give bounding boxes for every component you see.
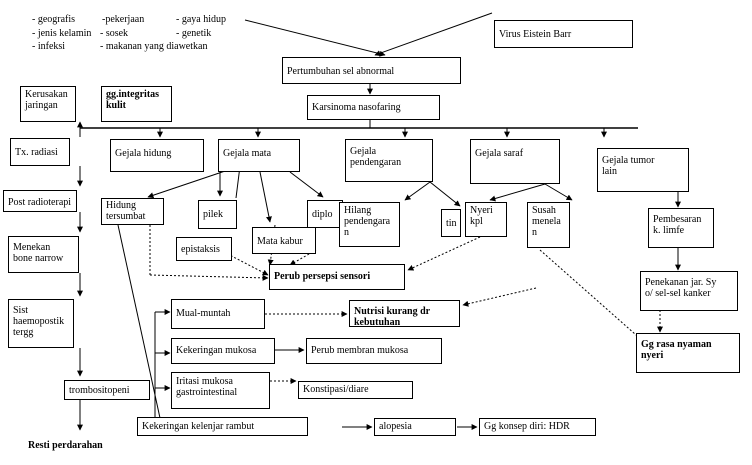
node-gejala-hidung: Gejala hidung [110, 139, 204, 172]
risk-factor-sosek: - sosek [100, 28, 129, 39]
node-tx-radiasi: Tx. radiasi [10, 138, 70, 166]
node-pertumbuhan: Pertumbuhan sel abnormal [282, 57, 461, 84]
risk-factor-pekerjaan: -pekerjaan [102, 14, 145, 25]
node-tin: tin [441, 209, 461, 237]
node-perub-membran: Perub membran mukosa [306, 338, 442, 364]
node-nutrisi: Nutrisi kurang dr kebutuhan [349, 300, 460, 327]
node-konstipasi: Konstipasi/diare [298, 381, 413, 399]
risk-factor-geografis: - geografis [32, 14, 76, 25]
node-penekanan: Penekanan jar. Sy o/ sel-sel kanker [640, 271, 738, 311]
node-diplo: diplo [307, 200, 343, 228]
node-gejala-pendengaran: Gejala pendengaran [345, 139, 433, 182]
node-kekeringan-mukosa: Kekeringan mukosa [171, 338, 275, 364]
node-integritas: gg.integritas kulit [101, 86, 172, 122]
node-karsinoma: Karsinoma nasofaring [307, 95, 440, 120]
risk-factor-infeksi: - infeksi [32, 41, 66, 52]
node-gejala-tumor: Gejala tumor lain [597, 148, 689, 192]
node-gg-rasa: Gg rasa nyaman nyeri [636, 333, 740, 373]
node-mata-kabur: Mata kabur [252, 227, 316, 254]
node-trombositopeni: trombositopeni [64, 380, 150, 400]
risk-factor-genetik: - genetik [176, 28, 212, 39]
node-menekan: Menekan bone narrow [8, 236, 79, 273]
risk-factor-jenis-kelamin: - jenis kelamin [32, 28, 92, 39]
node-kelenjar: Kekeringan kelenjar rambut [137, 417, 308, 436]
node-hilang-pendengaran: Hilang pendengara n [339, 202, 400, 247]
node-epistaksis: epistaksis [176, 237, 232, 261]
node-resti: Resti perdarahan [28, 440, 103, 451]
node-gg-konsep: Gg konsep diri: HDR [479, 418, 596, 436]
node-post-radioterapi: Post radioterapi [3, 190, 77, 212]
node-kerusakan: Kerusakan jaringan [20, 86, 76, 122]
node-iritasi: Iritasi mukosa gastrointestinal [171, 372, 270, 409]
node-hidung-tersumbat: Hidung tersumbat [101, 198, 164, 225]
node-perub-persepsi: Perub persepsi sensori [269, 264, 405, 290]
node-pembesaran: Pembesaran k. limfe [648, 208, 714, 248]
risk-factor-makanan: - makanan yang diawetkan [100, 41, 208, 52]
node-gejala-mata: Gejala mata [218, 139, 300, 172]
node-mual: Mual-muntah [171, 299, 265, 329]
node-susah-menelan: Susah menela n [527, 202, 570, 248]
node-alopesia: alopesia [374, 418, 456, 436]
node-virus: Virus Eistein Barr [494, 20, 633, 48]
node-sist: Sist haemopostik tergg [8, 299, 74, 348]
risk-factor-gaya-hidup: - gaya hidup [176, 14, 226, 25]
node-pilek: pilek [198, 200, 237, 229]
node-nyeri-kpl: Nyeri kpl [465, 202, 507, 237]
node-gejala-saraf: Gejala saraf [470, 139, 560, 184]
